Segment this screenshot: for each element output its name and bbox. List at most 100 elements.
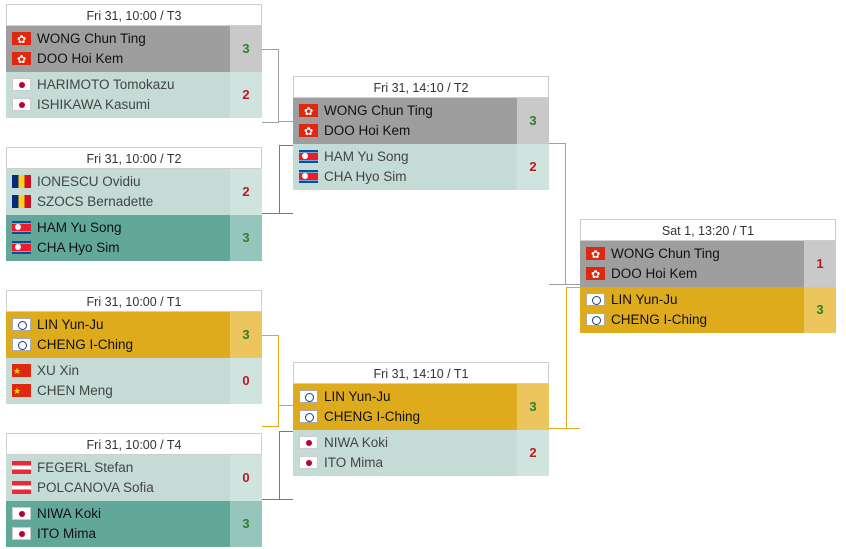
hong-kong-flag-icon <box>586 247 605 260</box>
team-row-winner[interactable]: WONG Chun Ting DOO Hoi Kem 3 <box>293 98 549 144</box>
score: 1 <box>804 241 836 287</box>
match-r2b[interactable]: Fri 31, 14:10 / T1 LIN Yun-Ju CHENG I-Ch… <box>293 362 549 476</box>
bracket-connector-grey <box>279 121 293 122</box>
match-header: Fri 31, 10:00 / T3 <box>6 4 262 26</box>
team-row-loser[interactable]: WONG Chun Ting DOO Hoi Kem 1 <box>580 241 836 287</box>
player-name: ITO Mima <box>324 455 384 470</box>
chinese-taipei-flag-icon <box>12 338 31 351</box>
team-row-winner[interactable]: HAM Yu Song CHA Hyo Sim 3 <box>6 215 262 261</box>
team-row-loser[interactable]: HAM Yu Song CHA Hyo Sim 2 <box>293 144 549 190</box>
bracket-connector-grey <box>262 49 279 123</box>
match-header: Fri 31, 10:00 / T4 <box>6 433 262 455</box>
japan-flag-icon <box>12 98 31 111</box>
score: 3 <box>230 501 262 547</box>
match-header: Fri 31, 10:00 / T2 <box>6 147 262 169</box>
hong-kong-flag-icon <box>299 124 318 137</box>
player-name: ISHIKAWA Kasumi <box>37 97 151 112</box>
player-name: FEGERL Stefan <box>37 460 134 475</box>
player-name: ITO Mima <box>37 526 97 541</box>
bracket-connector-grey <box>566 284 580 285</box>
match-r1b[interactable]: Fri 31, 10:00 / T2 IONESCU Ovidiu SZOCS … <box>6 147 262 261</box>
team-row-winner[interactable]: LIN Yun-Ju CHENG I-Ching 3 <box>6 312 262 358</box>
player-name: HARIMOTO Tomokazu <box>37 77 175 92</box>
team-row-loser[interactable]: FEGERL Stefan POLCANOVA Sofia 0 <box>6 455 262 501</box>
chinese-taipei-flag-icon <box>12 318 31 331</box>
player-name: XU Xin <box>37 363 80 378</box>
player-name: CHA Hyo Sim <box>324 169 407 184</box>
austria-flag-icon <box>12 481 31 494</box>
score: 3 <box>517 384 549 430</box>
score: 2 <box>517 144 549 190</box>
player-name: CHEN Meng <box>37 383 113 398</box>
north-korea-flag-icon <box>299 170 318 183</box>
china-flag-icon <box>12 384 31 397</box>
player-name: LIN Yun-Ju <box>37 317 104 332</box>
romania-flag-icon <box>12 175 31 188</box>
austria-flag-icon <box>12 461 31 474</box>
team-row-loser[interactable]: XU Xin CHEN Meng 0 <box>6 358 262 404</box>
player-name: LIN Yun-Ju <box>611 292 678 307</box>
bracket-connector-green <box>279 431 293 500</box>
japan-flag-icon <box>299 456 318 469</box>
team-row-winner[interactable]: LIN Yun-Ju CHENG I-Ching 3 <box>580 287 836 333</box>
player-name: CHENG I-Ching <box>324 409 421 424</box>
player-name: WONG Chun Ting <box>37 31 146 46</box>
score: 0 <box>230 358 262 404</box>
match-r1d[interactable]: Fri 31, 10:00 / T4 FEGERL Stefan POLCANO… <box>6 433 262 547</box>
match-header: Fri 31, 14:10 / T1 <box>293 362 549 384</box>
score: 3 <box>230 215 262 261</box>
player-name: POLCANOVA Sofia <box>37 480 154 495</box>
match-r2a[interactable]: Fri 31, 14:10 / T2 WONG Chun Ting DOO Ho… <box>293 76 549 190</box>
hong-kong-flag-icon <box>12 52 31 65</box>
player-name: HAM Yu Song <box>37 220 122 235</box>
japan-flag-icon <box>12 507 31 520</box>
romania-flag-icon <box>12 195 31 208</box>
player-name: IONESCU Ovidiu <box>37 174 141 189</box>
match-r1c[interactable]: Fri 31, 10:00 / T1 LIN Yun-Ju CHENG I-Ch… <box>6 290 262 404</box>
score: 2 <box>230 72 262 118</box>
north-korea-flag-icon <box>299 150 318 163</box>
team-row-winner[interactable]: WONG Chun Ting DOO Hoi Kem 3 <box>6 26 262 72</box>
score: 3 <box>517 98 549 144</box>
bracket-connector-green <box>262 213 280 214</box>
match-header: Fri 31, 10:00 / T1 <box>6 290 262 312</box>
chinese-taipei-flag-icon <box>586 293 605 306</box>
chinese-taipei-flag-icon <box>299 390 318 403</box>
player-name: CHENG I-Ching <box>37 337 134 352</box>
china-flag-icon <box>12 364 31 377</box>
bracket-connector-green <box>279 145 293 214</box>
bracket-connector-gold <box>262 335 279 427</box>
bracket-connector-gold <box>549 428 567 429</box>
chinese-taipei-flag-icon <box>299 410 318 423</box>
player-name: LIN Yun-Ju <box>324 389 391 404</box>
score: 3 <box>230 312 262 358</box>
player-name: NIWA Koki <box>37 506 102 521</box>
bracket-connector-gold <box>279 405 293 406</box>
team-row-loser[interactable]: HARIMOTO Tomokazu ISHIKAWA Kasumi 2 <box>6 72 262 118</box>
score: 3 <box>804 287 836 333</box>
japan-flag-icon <box>12 78 31 91</box>
player-name: NIWA Koki <box>324 435 389 450</box>
player-name: WONG Chun Ting <box>611 246 720 261</box>
match-final[interactable]: Sat 1, 13:20 / T1 WONG Chun Ting DOO Hoi… <box>580 219 836 333</box>
player-name: DOO Hoi Kem <box>37 51 124 66</box>
player-name: DOO Hoi Kem <box>324 123 411 138</box>
match-r1a[interactable]: Fri 31, 10:00 / T3 WONG Chun Ting DOO Ho… <box>6 4 262 118</box>
player-name: CHA Hyo Sim <box>37 240 120 255</box>
team-row-loser[interactable]: IONESCU Ovidiu SZOCS Bernadette 2 <box>6 169 262 215</box>
bracket-connector-green <box>262 499 280 500</box>
team-row-loser[interactable]: NIWA Koki ITO Mima 2 <box>293 430 549 476</box>
hong-kong-flag-icon <box>12 32 31 45</box>
match-header: Sat 1, 13:20 / T1 <box>580 219 836 241</box>
score: 3 <box>230 26 262 72</box>
hong-kong-flag-icon <box>586 267 605 280</box>
bracket-connector-grey <box>549 143 566 285</box>
bracket-connector-gold <box>566 287 580 429</box>
player-name: WONG Chun Ting <box>324 103 433 118</box>
team-row-winner[interactable]: LIN Yun-Ju CHENG I-Ching 3 <box>293 384 549 430</box>
hong-kong-flag-icon <box>299 104 318 117</box>
player-name: SZOCS Bernadette <box>37 194 154 209</box>
japan-flag-icon <box>299 436 318 449</box>
team-row-winner[interactable]: NIWA Koki ITO Mima 3 <box>6 501 262 547</box>
score: 2 <box>230 169 262 215</box>
